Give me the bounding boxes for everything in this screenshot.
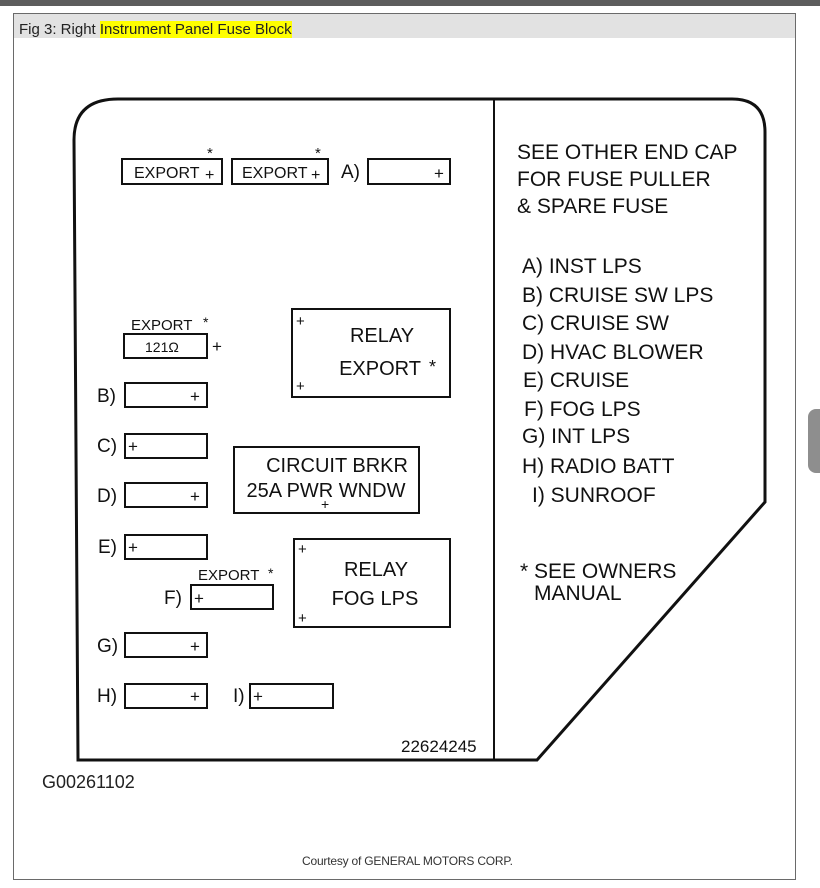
export-resistor-label: EXPORT: [131, 317, 192, 334]
fuse-e: E) +: [98, 534, 208, 560]
legend-item-a: A) INST LPS: [522, 255, 642, 278]
circuit-breaker-line2: 25A PWR WNDW: [247, 480, 406, 502]
relay-fog-line2: FOG LPS: [332, 588, 419, 610]
legend-item-e: E) CRUISE: [523, 369, 629, 392]
legend-item-f: F) FOG LPS: [524, 398, 641, 421]
legend-list: A) INST LPS B) CRUISE SW LPS C) CRUISE S…: [522, 255, 713, 507]
star-icon: *: [268, 565, 274, 581]
plus-icon: +: [434, 164, 444, 183]
fuse-c-label: C): [97, 436, 117, 457]
export-resistor-value: 121Ω: [145, 339, 179, 355]
fuse-block-outline: [72, 97, 767, 762]
legend-note-line: SEE OTHER END CAP: [517, 141, 738, 164]
fuse-a: A) +: [341, 158, 451, 185]
relay-fog: + + RELAY FOG LPS: [293, 538, 451, 628]
fuse-g-label: G): [97, 636, 118, 657]
circuit-breaker-line1: CIRCUIT BRKR: [266, 455, 408, 477]
export-fuse-2: EXPORT + *: [231, 145, 329, 185]
export-fuse-2-label: EXPORT: [242, 165, 308, 182]
plus-icon: +: [321, 496, 329, 512]
legend-note: SEE OTHER END CAP FOR FUSE PULLER & SPAR…: [517, 141, 738, 218]
legend-note-line: & SPARE FUSE: [517, 195, 668, 218]
side-scroll-tab[interactable]: [808, 409, 820, 473]
legend-footnote-line: MANUAL: [534, 582, 622, 605]
fuse-f-label: F): [164, 588, 182, 609]
legend-item-b: B) CRUISE SW LPS: [522, 284, 713, 307]
fuse-c: C) +: [97, 433, 208, 459]
plus-icon: +: [205, 167, 214, 184]
fuse-h: H) +: [97, 683, 208, 709]
star-icon: *: [203, 314, 209, 330]
legend-item-c: C) CRUISE SW: [522, 312, 669, 335]
export-resistor: EXPORT * 121Ω +: [123, 314, 222, 359]
fuse-g: G) +: [97, 632, 208, 658]
window-top-bar: [0, 0, 820, 6]
relay-export: + + RELAY EXPORT *: [291, 308, 451, 398]
export-fuse-1: EXPORT + *: [121, 145, 223, 185]
fuse-d: D) +: [97, 482, 208, 508]
courtesy-credit: Courtesy of GENERAL MOTORS CORP.: [302, 854, 513, 868]
plus-icon: +: [194, 589, 204, 608]
relay-fog-line1: RELAY: [344, 559, 408, 581]
plus-icon: +: [190, 637, 200, 656]
fuse-f-export-label: EXPORT: [198, 567, 259, 584]
circuit-breaker: CIRCUIT BRKR 25A PWR WNDW +: [233, 446, 420, 514]
legend-footnote-line: * SEE OWNERS: [520, 560, 676, 583]
legend-footnote: * SEE OWNERS MANUAL: [520, 560, 676, 605]
plus-icon: +: [311, 167, 320, 184]
caption-prefix: Fig 3: Right: [19, 21, 100, 38]
plus-icon: +: [190, 687, 200, 706]
plus-icon: +: [296, 378, 305, 395]
plus-icon: +: [253, 687, 263, 706]
plus-icon: +: [296, 313, 305, 330]
fuse-f: EXPORT * F) +: [164, 565, 274, 610]
legend-item-g: G) INT LPS: [522, 425, 630, 448]
legend-item-i: I) SUNROOF: [532, 484, 656, 507]
fuse-b: B) +: [97, 382, 208, 408]
legend-note-line: FOR FUSE PULLER: [517, 168, 711, 191]
plus-icon: +: [190, 487, 200, 506]
fuse-b-label: B): [97, 386, 116, 407]
fuse-a-label: A): [341, 162, 360, 183]
fuse-d-label: D): [97, 486, 117, 507]
star-icon: *: [207, 145, 213, 162]
plus-icon: +: [128, 538, 138, 557]
legend-item-h: H) RADIO BATT: [522, 455, 675, 478]
relay-export-line1: RELAY: [350, 325, 414, 347]
figure-id: G00261102: [42, 772, 135, 792]
legend-item-d: D) HVAC BLOWER: [522, 341, 704, 364]
plus-icon: +: [298, 610, 307, 627]
plus-icon: +: [190, 387, 200, 406]
export-fuse-1-label: EXPORT: [134, 165, 200, 182]
plus-icon: +: [212, 337, 222, 356]
caption-highlight: Instrument Panel Fuse Block: [99, 21, 292, 38]
star-icon: *: [429, 357, 436, 377]
part-number: 22624245: [401, 737, 477, 756]
fuse-i-label: I): [233, 686, 245, 707]
fuse-e-label: E): [98, 537, 117, 558]
plus-icon: +: [298, 541, 307, 558]
relay-export-line2: EXPORT: [339, 358, 421, 380]
fuse-h-label: H): [97, 686, 117, 707]
figure-caption: Fig 3: Right Instrument Panel Fuse Block: [19, 21, 292, 39]
plus-icon: +: [128, 437, 138, 456]
star-icon: *: [315, 145, 321, 162]
fuse-i: I) +: [233, 683, 334, 709]
